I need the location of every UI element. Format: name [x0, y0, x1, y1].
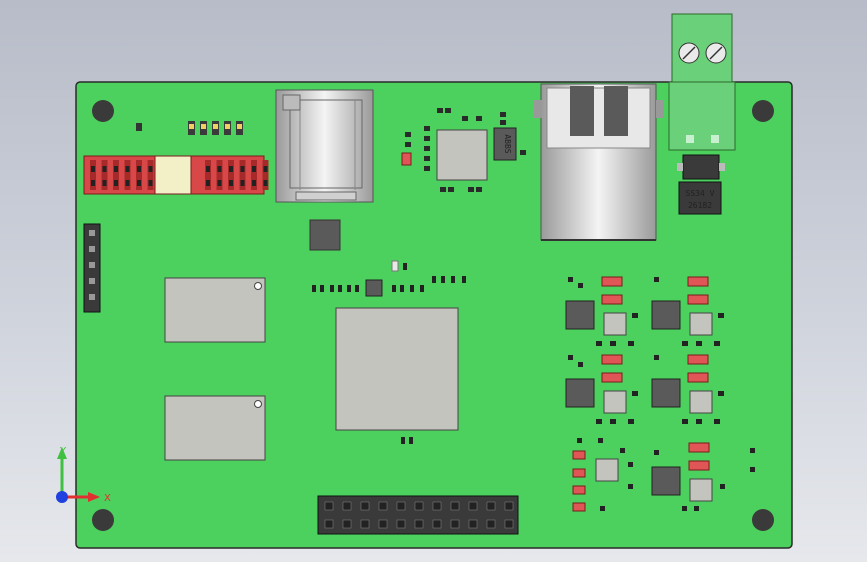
regulator-inductor: [565, 378, 595, 408]
led-row: [188, 121, 243, 135]
axis-y-label: Y: [59, 446, 67, 457]
memory-chip-2: [164, 395, 266, 461]
small-ic-sd: [309, 219, 341, 251]
mounting-hole-top-left: [92, 100, 114, 122]
memory-chip-1: [164, 277, 266, 343]
gpio-header: [317, 495, 519, 535]
regulator-ic: [603, 390, 627, 414]
regulator-inductor: [651, 378, 681, 408]
regulator-inductor: [651, 300, 681, 330]
smd-component: [136, 123, 142, 131]
power-regulators: [565, 276, 755, 512]
regulator-ic-bottom: [595, 458, 619, 482]
pin-header-left: [83, 223, 101, 313]
regulator-inductor: [565, 300, 595, 330]
mounting-holes: [92, 100, 774, 531]
axis-triad: Y X: [56, 446, 111, 504]
power-terminal-block: [668, 13, 736, 151]
ethernet-phy-chip: [436, 129, 488, 181]
regulator-inductor-bottom: [651, 466, 681, 496]
soc-chip: [335, 307, 459, 431]
red-connector: [83, 155, 269, 195]
diode-marking-line1: SS34 V: [686, 189, 715, 198]
mounting-hole-bottom-left: [92, 509, 114, 531]
sd-card-slot: [275, 89, 374, 203]
diode-small: [682, 154, 720, 180]
diode-marking-line2: 26182: [688, 201, 712, 210]
mounting-hole-top-right: [752, 100, 774, 122]
axis-x-label: X: [104, 493, 111, 504]
soc-passive-row: [312, 276, 466, 292]
ethernet-phy-passives: [401, 108, 526, 192]
regulator-ic: [689, 390, 713, 414]
small-ic-soc: [365, 279, 383, 297]
rj45-jack: [534, 83, 664, 241]
regulator-ic: [603, 312, 627, 336]
crystal-oscillator: ABBS: [493, 127, 517, 161]
regulator-ic: [689, 312, 713, 336]
schottky-diode: SS34 V 26182: [678, 181, 722, 215]
crystal-marking: ABBS: [503, 134, 512, 153]
mounting-hole-bottom-right: [752, 509, 774, 531]
